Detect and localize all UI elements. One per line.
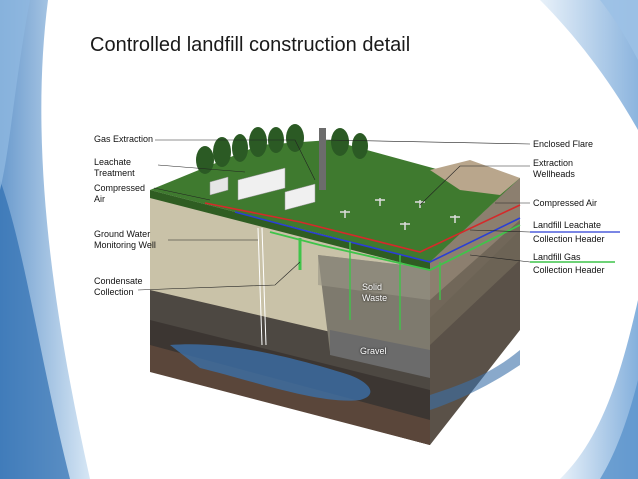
treatment-buildings: [209, 167, 316, 211]
label-compressed-air-right: Compressed Air: [533, 198, 598, 208]
label-compressed-air-1: Compressed: [94, 183, 146, 193]
monitoring-well: [257, 227, 267, 346]
groundwater: [170, 344, 371, 401]
label-solid-waste-1: Solid: [362, 282, 383, 292]
grass-surface: [150, 140, 520, 262]
leachate-line: [234, 211, 521, 263]
label-extraction-wellheads-1: Extraction: [533, 158, 574, 168]
label-gravel: Gravel: [360, 346, 387, 356]
label-leachate-header-1: Landfill Leachate: [533, 220, 602, 230]
label-groundwater-1: Ground Water: [94, 229, 151, 239]
extraction-wellheads: [340, 198, 460, 230]
slide-title: Controlled landfill construction detail: [90, 34, 411, 56]
label-condensate-2: Collection: [94, 287, 134, 297]
label-extraction-wellheads-2: Wellheads: [533, 169, 575, 179]
label-enclosed-flare: Enclosed Flare: [533, 139, 594, 149]
compressed-air-line: [204, 202, 521, 253]
label-groundwater-2: Monitoring Well: [94, 240, 156, 250]
gravel-layer: [330, 330, 430, 378]
label-gas-extraction: Gas Extraction: [94, 134, 154, 144]
gas-wells: [349, 242, 441, 330]
label-leachate-treatment-1: Leachate: [94, 157, 132, 167]
label-condensate-1: Condensate: [94, 276, 143, 286]
label-leachate-treatment-2: Treatment: [94, 168, 135, 178]
label-compressed-air-2: Air: [94, 194, 105, 204]
label-gas-header-1: Landfill Gas: [533, 252, 581, 262]
enclosed-flare: [319, 128, 326, 190]
gas-line: [269, 224, 521, 271]
label-gas-header-2: Collection Header: [533, 265, 605, 275]
label-solid-waste-2: Waste: [362, 293, 388, 303]
label-leachate-header-2: Collection Header: [533, 234, 605, 244]
